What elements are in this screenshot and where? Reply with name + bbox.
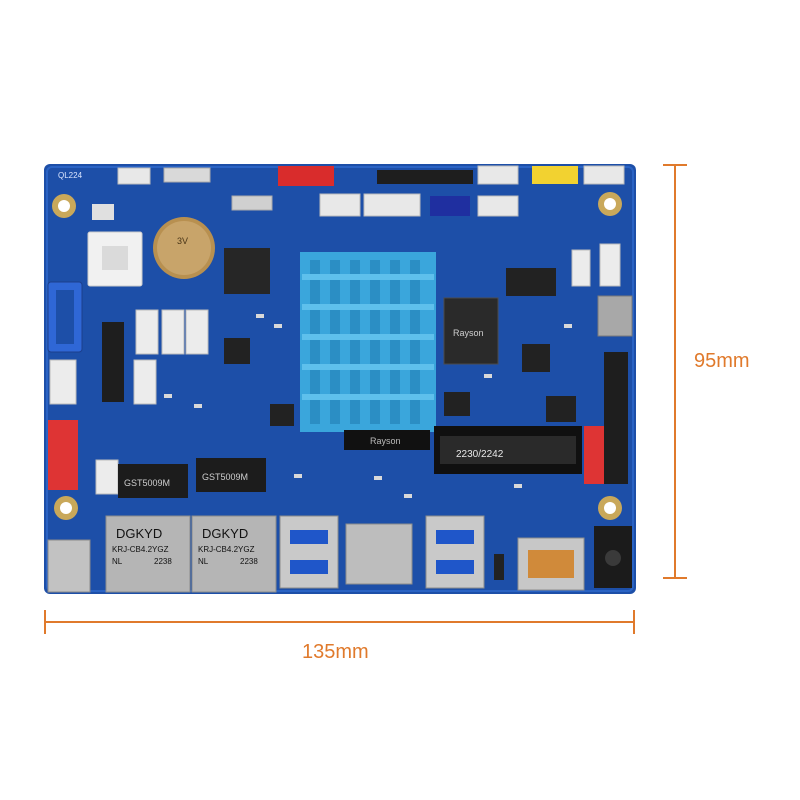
pin-header-left [102,322,124,402]
heatsink-brand: Rayson [370,436,401,446]
usb3-port-right [425,515,485,589]
motherboard-illustration: QL224 3V [44,164,636,594]
svg-text:DGKYD: DGKYD [116,526,162,541]
svg-text:2238: 2238 [240,557,258,566]
white-connectors-left [49,309,209,495]
svg-text:2238: 2238 [154,557,172,566]
red-connector-left [48,420,78,490]
svg-text:DGKYD: DGKYD [202,526,248,541]
rj45-left: DGKYD KRJ-CB4.2YGZ NL 2238 [105,515,191,593]
dc-jack [47,539,91,593]
svg-text:Rayson: Rayson [453,328,484,338]
lan-transformers: GST5009M GST5009M [118,458,266,498]
width-dimension-label: 135mm [302,641,369,663]
soc-chip: Rayson [443,297,499,365]
mounting-holes [52,192,622,520]
heatsink [300,252,436,432]
svg-text:GST5009M: GST5009M [202,472,248,482]
height-dimension-label: 95mm [694,350,750,372]
pin-header-right [604,352,628,484]
hdmi-port [517,537,585,591]
top-connectors [92,165,625,220]
rj45-right: DGKYD KRJ-CB4.2YGZ NL 2238 [191,515,277,593]
sd-card-slot [345,523,413,585]
coin-battery: 3V [153,217,215,279]
svg-text:KRJ-CB4.2YGZ: KRJ-CB4.2YGZ [198,545,255,554]
m2-slot: 2230/2242 [434,426,582,474]
svg-text:2230/2242: 2230/2242 [456,449,504,460]
usb3-port-left [279,515,339,589]
mini-hdmi [597,295,633,337]
svg-text:3V: 3V [177,236,188,246]
svg-text:NL: NL [112,557,123,566]
reset-button [494,554,504,580]
svg-text:NL: NL [198,557,209,566]
chips [224,248,576,426]
silkscreen-id: QL224 [58,171,83,180]
smd-components [164,314,572,498]
svg-text:GST5009M: GST5009M [124,478,170,488]
svg-text:KRJ-CB4.2YGZ: KRJ-CB4.2YGZ [112,545,169,554]
